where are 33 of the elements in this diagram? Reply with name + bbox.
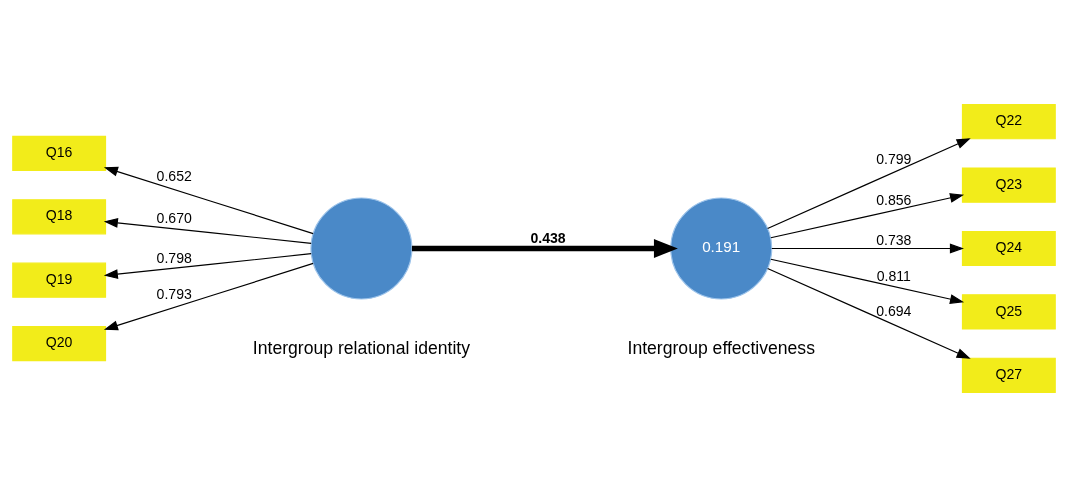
edge-label: 0.798 [156, 249, 192, 266]
edge-label: 0.652 [156, 167, 192, 184]
edge-label: 0.670 [156, 209, 192, 226]
node-box: Q16 [12, 135, 107, 171]
arrow [767, 137, 971, 229]
node-box: Q25 [961, 293, 1056, 329]
edge-label: 0.811 [876, 267, 911, 284]
node-label: Intergroup effectiveness [627, 337, 815, 358]
edge-label: 0.799 [876, 150, 912, 167]
arrow [103, 217, 312, 244]
edge-label: 0.738 [876, 231, 912, 248]
edge-label: 0.793 [156, 285, 192, 302]
arrow [103, 252, 312, 279]
edge-label: 0.694 [876, 302, 912, 319]
node-circle: 0.191 [670, 196, 773, 300]
node-box: Q23 [961, 167, 1056, 203]
node-box: Q24 [961, 230, 1056, 266]
edge-label: 0.438 [530, 229, 566, 246]
node-circle [310, 196, 413, 300]
node-box: Q22 [961, 103, 1056, 139]
arrow [771, 243, 964, 253]
node-box: Q27 [961, 357, 1056, 393]
arrow [103, 166, 314, 234]
arrow [767, 267, 971, 359]
node-box: Q19 [12, 262, 107, 298]
arrow [411, 238, 678, 258]
arrow [770, 192, 965, 238]
node-label: Intergroup relational identity [252, 337, 470, 358]
edge-label: 0.856 [876, 191, 912, 208]
arrow [103, 262, 314, 330]
node-box: Q18 [12, 198, 107, 234]
node-box: Q20 [12, 325, 107, 361]
arrow [770, 258, 965, 304]
